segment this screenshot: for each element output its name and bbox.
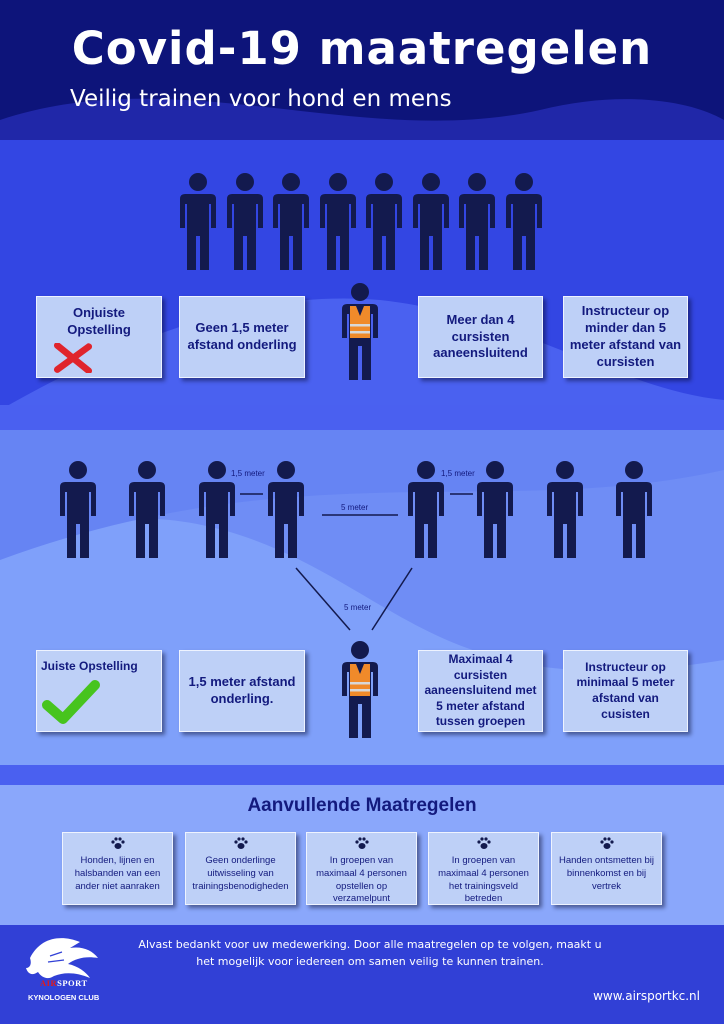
measure-card: Handen ontsmetten bij binnenkomst en bij… (551, 832, 662, 905)
club-logo (26, 938, 98, 979)
paw-icon (476, 837, 491, 849)
right-setup-card: Juiste Opstelling (36, 650, 162, 732)
additional-measures-title: Aanvullende Maatregelen (247, 795, 477, 816)
distance-label: 1,5 meter (441, 469, 475, 478)
paw-icon (233, 837, 248, 849)
website-link[interactable]: www.airsportkc.nl (593, 989, 700, 1003)
wrong-setup-card: Onjuiste Opstelling (36, 296, 162, 378)
measure-card: In groepen van maximaal 4 personen opste… (306, 832, 417, 905)
measure-card: Geen onderlinge uitwisseling van trainin… (185, 832, 296, 905)
paw-icon (110, 837, 125, 849)
wrong-card-distance: Geen 1,5 meter afstand onderling (179, 296, 305, 378)
distance-lines (240, 493, 473, 631)
cross-icon (53, 342, 93, 373)
distance-label: 5 meter (341, 503, 369, 512)
right-card-group: Maximaal 4 cursisten aaneensluitend met … (418, 650, 543, 732)
measure-card: In groepen van maximaal 4 personen het t… (428, 832, 539, 905)
paw-icon (354, 837, 369, 849)
checkmark-icon (42, 679, 100, 724)
wrong-card-instructor: Instructeur op minder dan 5 meter afstan… (563, 296, 688, 378)
measure-card: Honden, lijnen en halsbanden van een and… (62, 832, 173, 905)
paw-icon (599, 837, 614, 849)
logo-subtitle: KYNOLOGEN CLUB (28, 993, 100, 1002)
distance-label: 1,5 meter (231, 469, 265, 478)
distance-label: 5 meter (344, 603, 372, 612)
page-title: Covid-19 maatregelen (71, 22, 653, 75)
logo-brand: AIRSPORT (40, 978, 88, 988)
page-subtitle: Veilig trainen voor hond en mens (70, 86, 452, 112)
right-card-instructor: Instructeur op minimaal 5 meter afstand … (563, 650, 688, 732)
wrong-card-group: Meer dan 4 cursisten aaneensluitend (418, 296, 543, 378)
right-setup-label: Juiste Opstelling (41, 659, 138, 673)
wrong-setup-label: Onjuiste Opstelling (67, 305, 131, 337)
footer-message: Alvast bedankt voor uw medewerking. Door… (138, 938, 602, 969)
right-card-distance: 1,5 meter afstand onderling. (179, 650, 305, 732)
